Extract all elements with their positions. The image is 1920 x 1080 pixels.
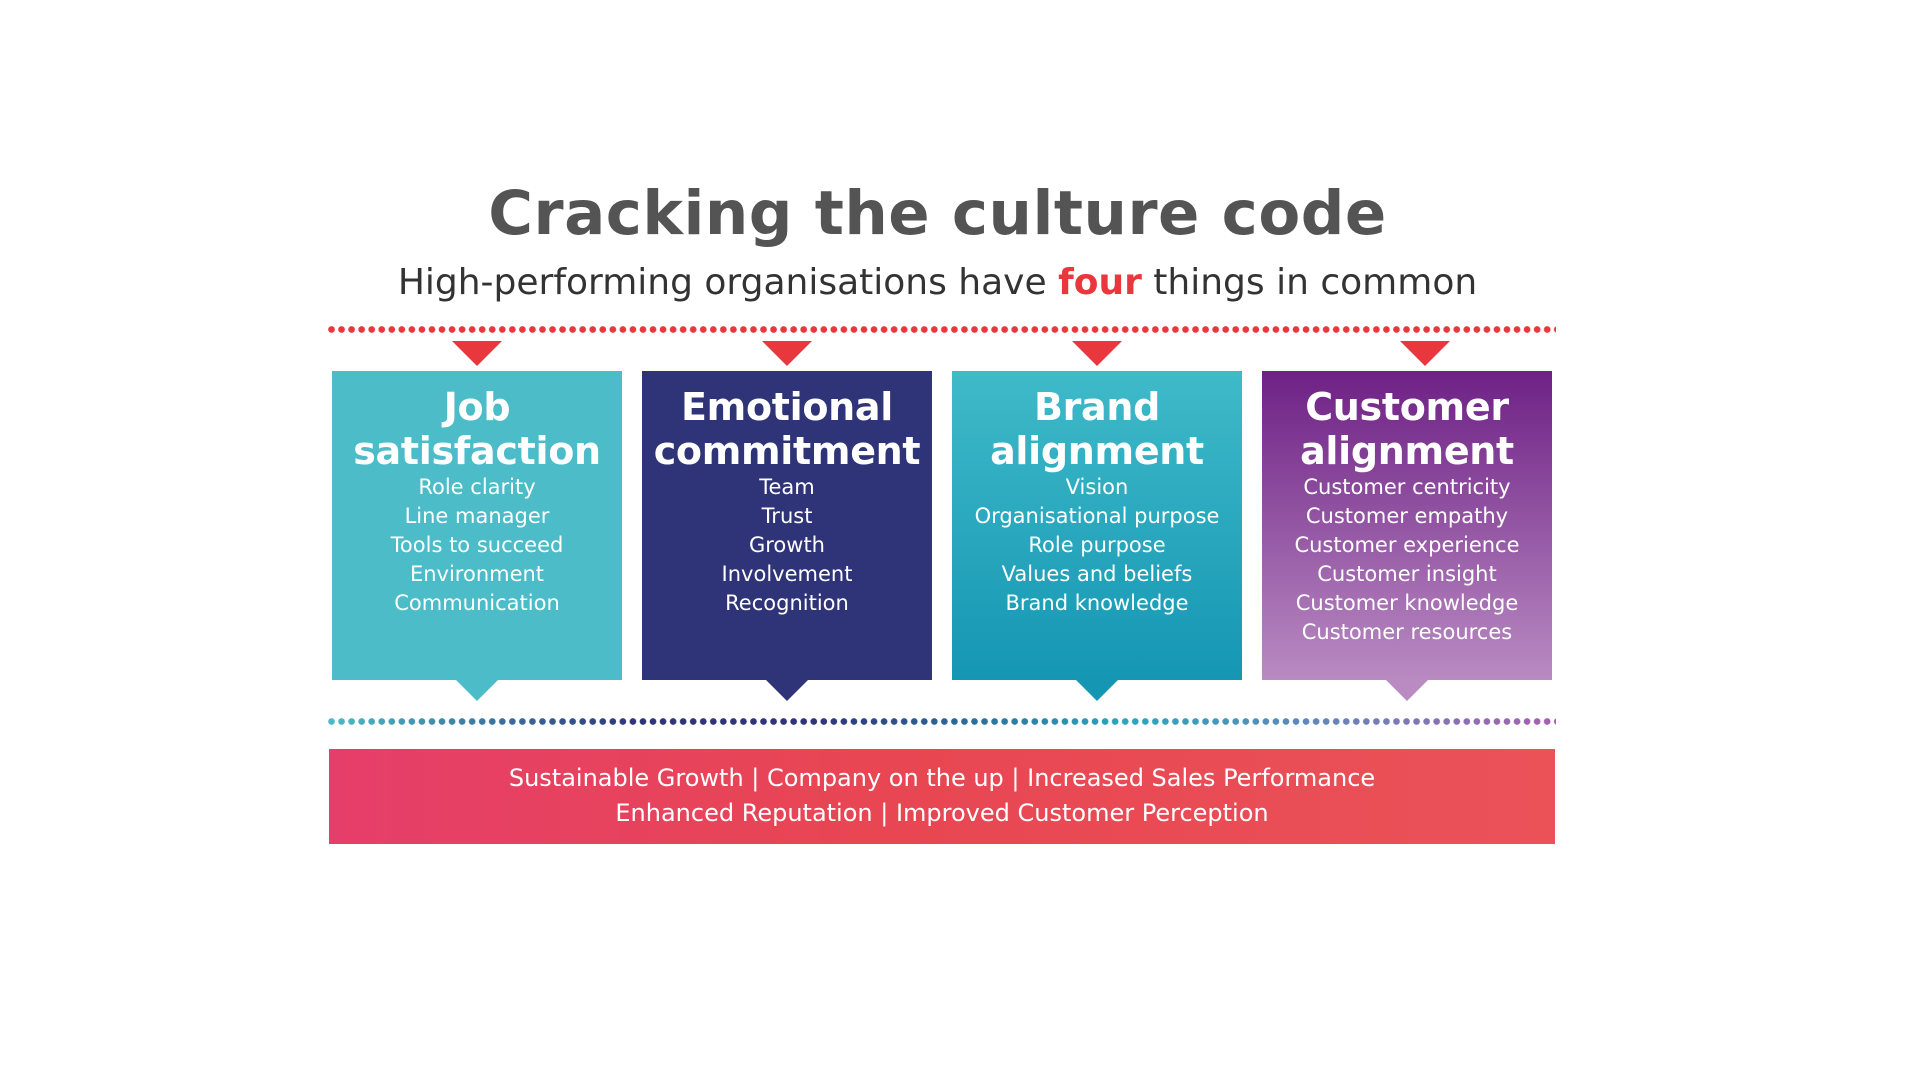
- list-item: Customer empathy: [1305, 504, 1509, 528]
- card-item-list: Team Trust Growth Involvement Recognitio…: [642, 473, 932, 618]
- card-item-list: Vision Organisational purpose Role purpo…: [952, 473, 1242, 618]
- list-item: Brand knowledge: [1005, 591, 1189, 615]
- list-item: Tools to succeed: [390, 533, 564, 557]
- list-item: Trust: [761, 504, 813, 528]
- list-item: Role purpose: [1028, 533, 1166, 557]
- card-pointer: [1386, 680, 1428, 701]
- outcomes-line: Sustainable Growth | Company on the up |…: [508, 764, 1376, 792]
- list-item: Communication: [394, 591, 560, 615]
- card-pointer: [456, 680, 498, 701]
- list-item: Growth: [748, 533, 825, 557]
- page-title: Cracking the culture code: [488, 178, 1387, 249]
- list-item: Line manager: [404, 504, 550, 528]
- list-item: Customer knowledge: [1295, 591, 1519, 615]
- list-item: Customer experience: [1294, 533, 1520, 557]
- list-item: Vision: [1065, 475, 1129, 499]
- list-item: Customer centricity: [1303, 475, 1511, 499]
- outcomes-line: Enhanced Reputation | Improved Customer …: [615, 799, 1269, 827]
- card-item-list: Customer centricity Customer empathy Cus…: [1262, 473, 1552, 647]
- down-arrow-icon: [1400, 341, 1450, 366]
- list-item: Role clarity: [418, 475, 536, 499]
- subtitle-highlight: four: [1058, 262, 1142, 303]
- list-item: Customer resources: [1301, 620, 1513, 644]
- list-item: Recognition: [725, 591, 849, 615]
- down-arrow-icon: [1072, 341, 1122, 366]
- list-item: Customer insight: [1317, 562, 1497, 586]
- top-dotted-divider: [328, 326, 1556, 333]
- card-pointer: [766, 680, 808, 701]
- subtitle-text-end: things in common: [1141, 262, 1478, 303]
- list-item: Team: [759, 475, 815, 499]
- list-item: Organisational purpose: [974, 504, 1220, 528]
- subtitle-text-start: High-performing organisations have: [397, 262, 1059, 303]
- down-arrow-icon: [452, 341, 502, 366]
- list-item: Environment: [409, 562, 545, 586]
- card-pointer: [1076, 680, 1118, 701]
- page-subtitle: High-performing organisations have four …: [0, 262, 1875, 303]
- bottom-dotted-divider: [328, 718, 1556, 725]
- down-arrow-icon: [762, 341, 812, 366]
- outcomes-banner: Sustainable Growth | Company on the up |…: [329, 749, 1555, 844]
- list-item: Values and beliefs: [1001, 562, 1193, 586]
- card-item-list: Role clarity Line manager Tools to succe…: [332, 473, 622, 618]
- list-item: Involvement: [721, 562, 853, 586]
